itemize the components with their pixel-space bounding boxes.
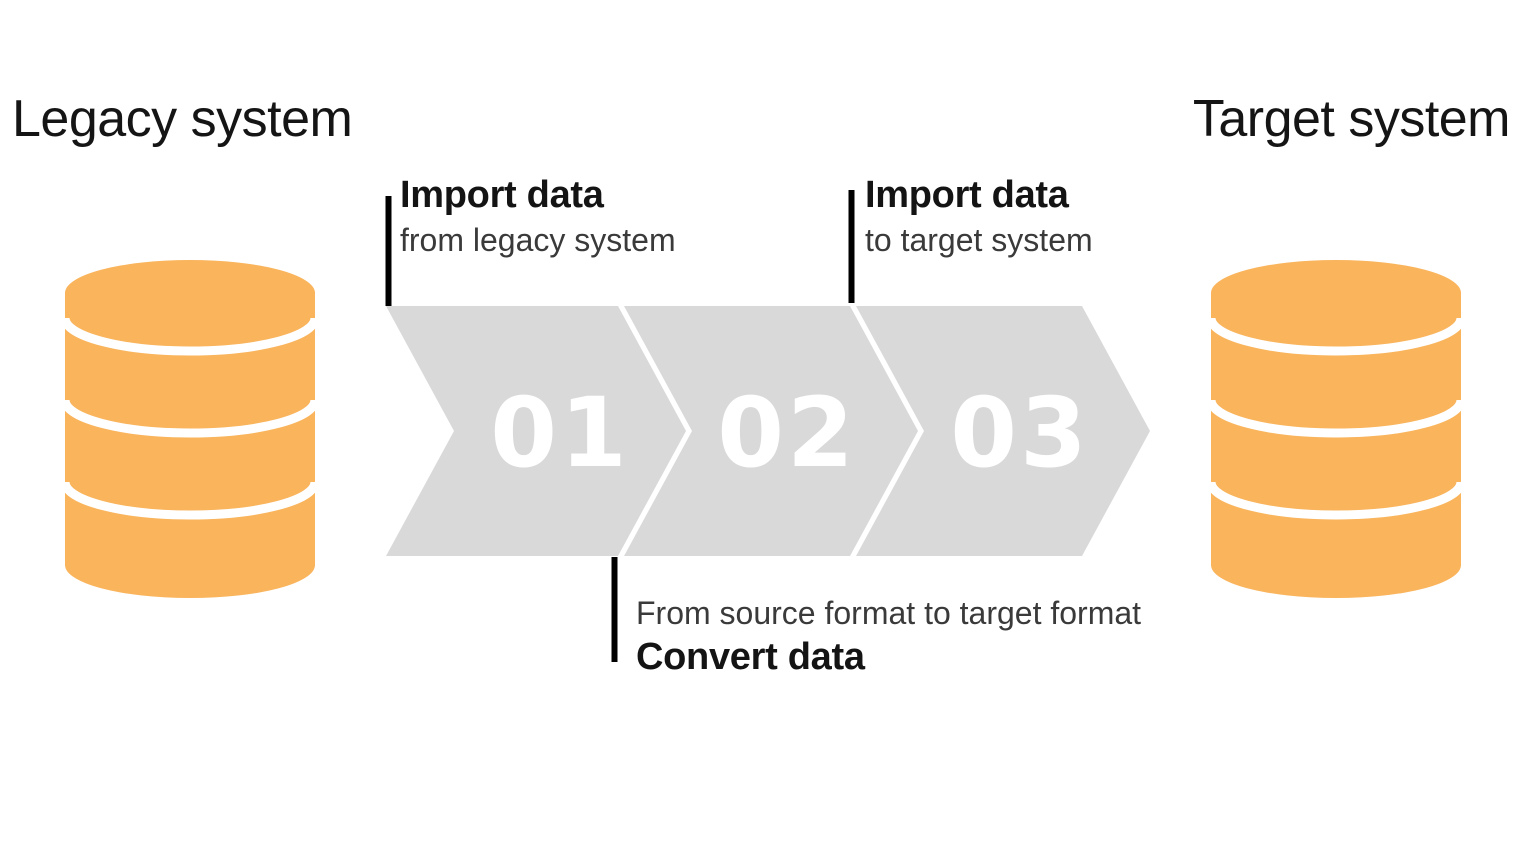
step-2-annotation: From source format to target format Conv… — [636, 592, 1141, 681]
target-system-title: Target system — [1192, 90, 1511, 148]
process-arrow-band — [386, 306, 1150, 556]
step-3-title: Import data — [865, 174, 1069, 216]
legacy-system-title: Legacy system — [12, 90, 353, 148]
chevron-step-2 — [624, 306, 918, 556]
target-database-separator-3 — [1206, 481, 1466, 520]
step-3-number: 03 — [950, 377, 1090, 489]
step-1-subtitle: from legacy system — [400, 222, 676, 258]
step-2-title: Convert data — [636, 636, 865, 678]
step-1-number: 01 — [490, 377, 630, 489]
step-1-title: Import data — [400, 174, 604, 216]
target-database-separator-1 — [1206, 317, 1466, 356]
legacy-database-separator-3 — [60, 481, 320, 520]
legacy-database-icon — [60, 260, 320, 598]
step-3-subtitle: to target system — [865, 222, 1093, 258]
step-3-annotation: Import data to target system — [865, 172, 1093, 261]
step-2-subtitle: From source format to target format — [636, 595, 1142, 631]
legacy-database-separator-2 — [60, 399, 320, 438]
target-database-icon — [1206, 260, 1466, 598]
legacy-database-separator-1 — [60, 317, 320, 356]
chevron-step-1 — [386, 306, 686, 556]
annotation-lines — [385, 190, 855, 662]
step-2-number: 02 — [717, 377, 857, 489]
step-1-annotation: Import data from legacy system — [400, 172, 676, 261]
target-database-separator-2 — [1206, 399, 1466, 438]
chevron-step-3 — [856, 306, 1150, 556]
